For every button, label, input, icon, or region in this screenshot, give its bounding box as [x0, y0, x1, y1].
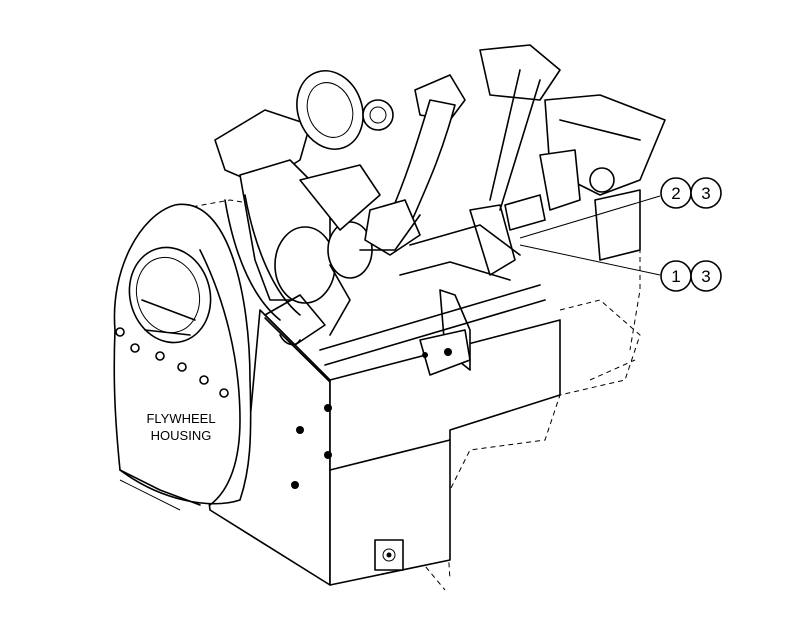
callout-number: 2 — [671, 184, 680, 203]
leader-line-1-3 — [519, 244, 661, 276]
callout-2-3: 2 3 — [660, 177, 722, 209]
engine-block — [204, 309, 561, 586]
leader-lines — [519, 195, 661, 276]
callout-number: 1 — [671, 267, 680, 286]
callout-circle-3 — [690, 260, 722, 292]
leader-line-2-3 — [519, 195, 661, 239]
label-line-2: HOUSING — [151, 428, 212, 443]
callout-circle-3 — [690, 177, 722, 209]
flywheel-housing — [113, 203, 252, 511]
flywheel-housing-label: FLYWHEEL HOUSING — [140, 408, 222, 444]
label-line-1: FLYWHEEL — [146, 411, 215, 426]
engine-top — [214, 44, 666, 376]
callout-number: 3 — [701, 184, 710, 203]
callout-1-3: 1 3 — [660, 260, 722, 292]
callout-number: 3 — [701, 267, 710, 286]
